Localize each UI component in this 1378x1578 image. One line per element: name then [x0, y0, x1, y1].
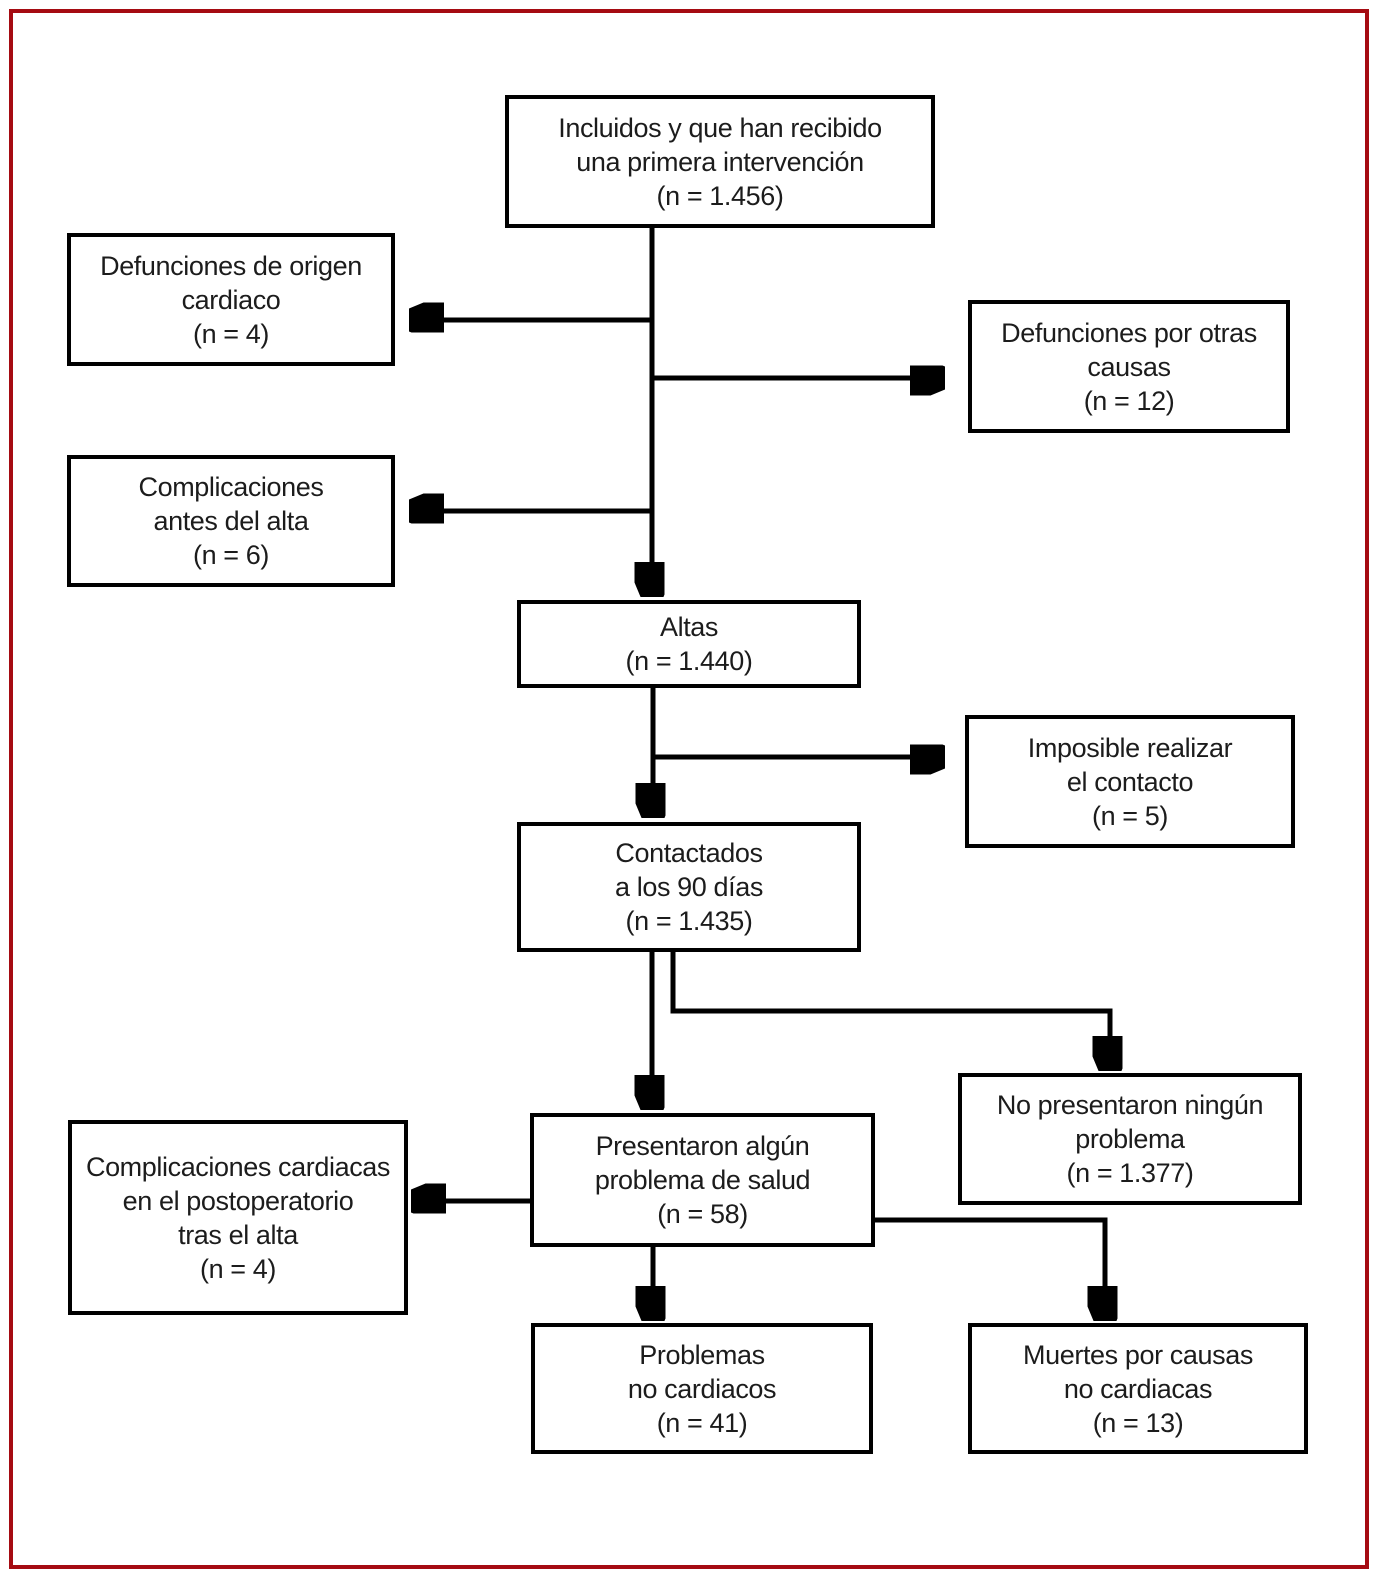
arrow-contacted-to-no-problem — [670, 952, 1110, 1066]
node-complicaciones-antes-alta-label: Complicaciones antes del alta (n = 6) — [138, 472, 324, 570]
node-altas-label: Altas (n = 1.440) — [625, 612, 753, 676]
node-imposible-contacto: Imposible realizar el contacto (n = 5) — [965, 715, 1295, 848]
node-no-presentaron-problema-label: No presentaron ningún problema (n = 1.37… — [996, 1090, 1264, 1188]
node-no-presentaron-problema: No presentaron ningún problema (n = 1.37… — [958, 1073, 1302, 1205]
node-defunciones-otras: Defunciones por otras causas (n = 12) — [968, 300, 1290, 433]
node-defunciones-otras-label: Defunciones por otras causas (n = 12) — [1001, 317, 1257, 416]
node-incluidos-label: Incluidos y que han recibido una primera… — [558, 112, 882, 211]
node-complicaciones-cardiacas-postop: Complicaciones cardiacas en el postopera… — [68, 1120, 408, 1315]
node-presentaron-problema-label: Presentaron algún problema de salud (n =… — [594, 1131, 811, 1229]
node-defunciones-cardiaco: Defunciones de origen cardiaco (n = 4) — [67, 233, 395, 366]
node-incluidos: Incluidos y que han recibido una primera… — [505, 95, 935, 228]
arrow-to-noncardiac-deaths — [873, 1217, 1105, 1316]
node-imposible-contacto-label: Imposible realizar el contacto (n = 5) — [1027, 732, 1233, 831]
node-muertes-no-cardiacas: Muertes por causas no cardiacas (n = 13) — [968, 1323, 1308, 1454]
node-problemas-no-cardiacos: Problemas no cardiacos (n = 41) — [531, 1323, 873, 1454]
node-presentaron-problema: Presentaron algún problema de salud (n =… — [530, 1113, 875, 1247]
node-complicaciones-antes-alta: Complicaciones antes del alta (n = 6) — [67, 455, 395, 587]
node-altas: Altas (n = 1.440) — [517, 600, 861, 688]
node-contactados-90-dias: Contactados a los 90 días (n = 1.435) — [517, 822, 861, 952]
node-problemas-no-cardiacos-label: Problemas no cardiacos (n = 41) — [627, 1339, 777, 1438]
node-muertes-no-cardiacas-label: Muertes por causas no cardiacas (n = 13) — [1023, 1339, 1253, 1438]
node-complicaciones-cardiacas-postop-label: Complicaciones cardiacas en el postopera… — [85, 1151, 391, 1284]
node-contactados-90-dias-label: Contactados a los 90 días (n = 1.435) — [615, 838, 763, 936]
node-defunciones-cardiaco-label: Defunciones de origen cardiaco (n = 4) — [100, 250, 362, 349]
